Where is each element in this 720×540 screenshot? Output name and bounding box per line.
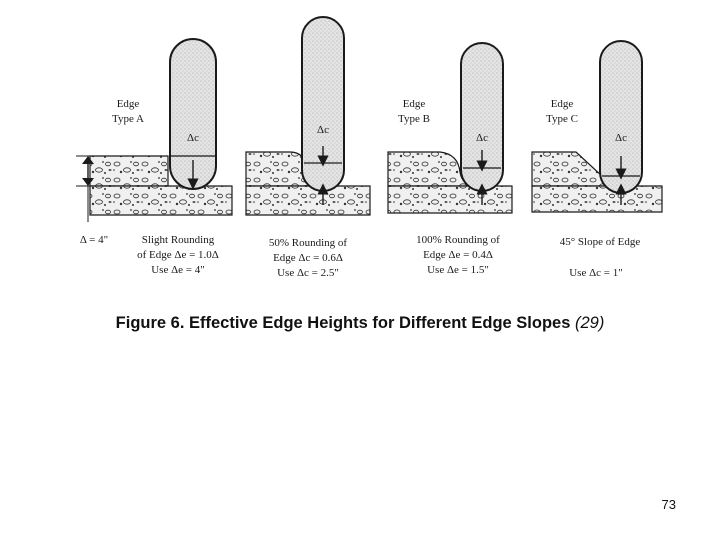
type-label-a-line2: Type A	[112, 113, 144, 125]
tire-4	[599, 40, 643, 194]
delta-label-a: Δc	[187, 132, 199, 144]
type-label-c-line2: Type C	[546, 113, 578, 125]
panel-3-caption-line1: 100% Rounding of	[416, 234, 500, 246]
panel-2-caption-line1: 50% Rounding of	[269, 237, 348, 249]
panel-a-caption-line1: Slight Rounding	[142, 234, 215, 246]
type-label-a-line1: Edge	[117, 98, 140, 110]
panel-4-caption-line3: Use Δc = 1"	[569, 267, 623, 279]
figure-caption: Figure 6. Effective Edge Heights for Dif…	[0, 314, 720, 333]
panel-50-rounding: Δc 50% Rounding of Edge Δc = 0.6Δ Use Δc…	[245, 16, 371, 279]
tire-a	[169, 38, 217, 190]
panel-a-caption-line2: of Edge Δe = 1.0Δ	[137, 249, 219, 261]
panel-type-c: Edge Type C Δc 45° Slope of Edge Use Δc …	[531, 40, 663, 279]
panel-type-a: Edge Type A Δc Δ = 4" Slight Rounding of…	[76, 38, 233, 276]
total-delta-label: Δ = 4"	[80, 234, 108, 246]
upper-layer-a	[89, 155, 169, 187]
panel-type-b: Edge Type B Δc 100% Rounding of Edge Δe …	[387, 42, 513, 276]
type-label-c-line1: Edge	[551, 98, 574, 110]
panel-2-caption-line2: Edge Δc = 0.6Δ	[273, 252, 343, 264]
lower-layer-4	[531, 185, 663, 213]
lower-layer-a	[89, 185, 233, 216]
panel-a-caption-line3: Use Δe = 4"	[151, 264, 205, 276]
delta-label-3: Δc	[476, 132, 488, 144]
panel-2-caption-line3: Use Δc = 2.5"	[277, 267, 339, 279]
figure-caption-main: Figure 6. Effective Edge Heights for Dif…	[115, 314, 571, 332]
type-label-b-line2: Type B	[398, 113, 430, 125]
figure-caption-ref: (29)	[575, 314, 605, 332]
type-label-b-line1: Edge	[403, 98, 426, 110]
lower-layer-3	[387, 185, 513, 214]
panel-4-caption-line1: 45° Slope of Edge	[560, 236, 641, 248]
delta-label-2: Δc	[317, 124, 329, 136]
page-number: 73	[661, 497, 676, 512]
panel-3-caption-line2: Edge Δe = 0.4Δ	[423, 249, 493, 261]
panel-3-caption-line3: Use Δe = 1.5"	[427, 264, 489, 276]
tire-3	[460, 42, 504, 192]
delta-label-4: Δc	[615, 132, 627, 144]
edge-heights-figure: Edge Type A Δc Δ = 4" Slight Rounding of…	[76, 16, 663, 279]
lower-layer-2	[245, 185, 371, 216]
tire-2	[301, 16, 345, 192]
